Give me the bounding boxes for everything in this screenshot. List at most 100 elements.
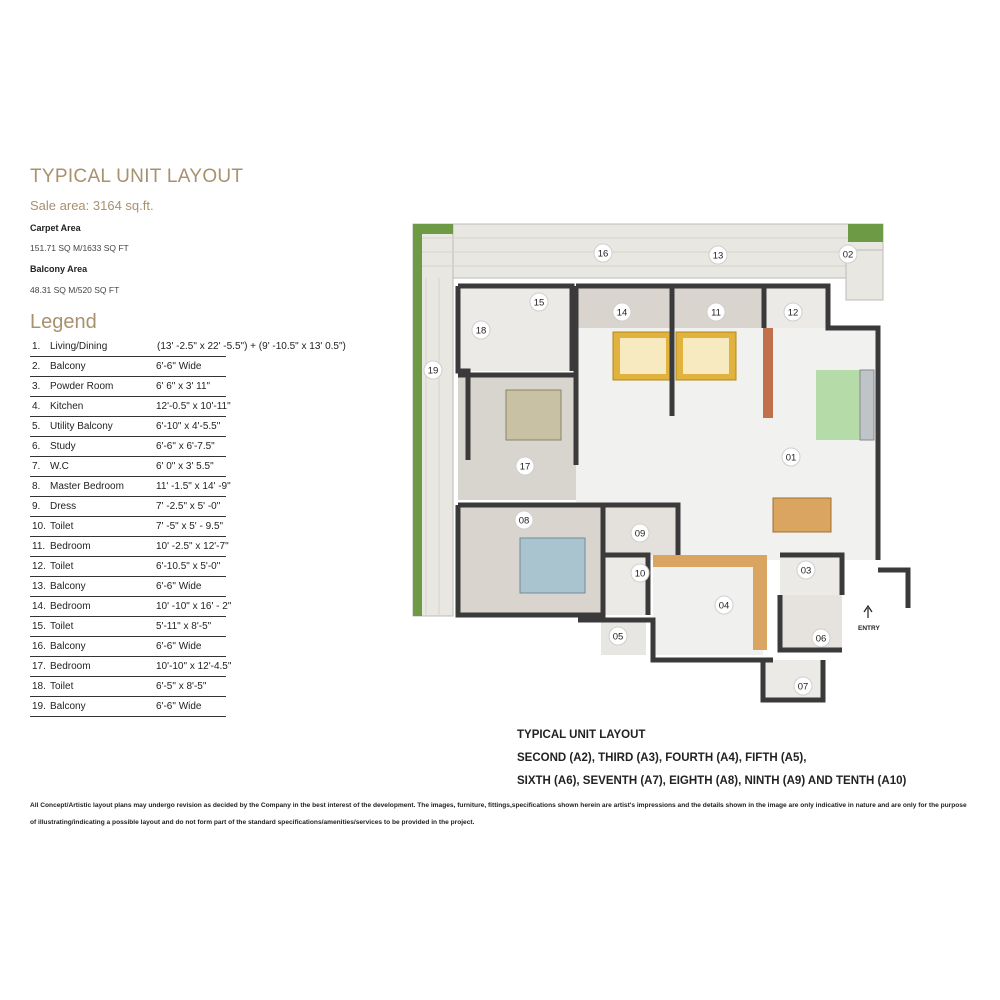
- legend-num: 15.: [32, 621, 46, 632]
- legend-rule: [30, 476, 226, 477]
- legend-num: 13.: [32, 581, 46, 592]
- legend-rule: [30, 536, 226, 537]
- room-marker-circle: [796, 560, 816, 580]
- walls: [455, 283, 911, 703]
- room-number-08: 08: [519, 516, 530, 527]
- legend-name: Living/Dining: [50, 341, 108, 352]
- legend-rule: [30, 376, 226, 377]
- rug: [816, 370, 860, 440]
- legend-num: 11.: [32, 541, 46, 552]
- room-marker-circle: [781, 447, 801, 467]
- legend-num: 7.: [32, 461, 41, 472]
- legend-name: Toilet: [50, 561, 74, 572]
- legend-name: W.C: [50, 461, 69, 472]
- legend-title: Legend: [30, 311, 97, 333]
- room-marker-circle: [612, 302, 632, 322]
- room-number-02: 02: [843, 250, 854, 261]
- legend-dim: 11' -1.5" x 14' -9": [156, 481, 231, 492]
- legend-name: Bedroom: [50, 661, 91, 672]
- room-number-01: 01: [786, 453, 797, 464]
- legend-name: Toilet: [50, 681, 74, 692]
- legend-rule: [30, 656, 226, 657]
- legend-rule: [30, 556, 226, 557]
- legend-rule: [30, 456, 226, 457]
- room-number-18: 18: [476, 326, 487, 337]
- legend-name: Toilet: [50, 521, 74, 532]
- caption-line-1: TYPICAL UNIT LAYOUT: [517, 729, 646, 741]
- room-number-12: 12: [788, 308, 799, 319]
- legend-dim: 10' -2.5" x 12'-7": [156, 541, 229, 552]
- room-number-11: 11: [711, 308, 721, 319]
- page-title: TYPICAL UNIT LAYOUT: [30, 166, 244, 187]
- room-number-10: 10: [635, 569, 646, 580]
- legend-name: Bedroom: [50, 541, 91, 552]
- legend-row: 17. Bedroom 10'-10" x 12'-4.5": [30, 657, 340, 677]
- tv-unit: [763, 328, 773, 418]
- room-marker-circle: [708, 245, 728, 265]
- legend-dim: 6'-6" Wide: [156, 581, 202, 592]
- decking-lines: [413, 237, 883, 616]
- room-marker-circle: [811, 628, 831, 648]
- legend-name: Balcony: [50, 701, 86, 712]
- caption-line-2: SECOND (A2), THIRD (A3), FOURTH (A4), FI…: [517, 752, 807, 764]
- disclaimer: All Concept/Artistic layout plans may un…: [30, 802, 967, 826]
- legend-rule: [30, 716, 226, 717]
- legend-rule: [30, 516, 226, 517]
- sofa-right: [859, 369, 875, 441]
- planter-top-left: [413, 224, 453, 234]
- room-marker-circle: [515, 456, 535, 476]
- room-marker-circle: [471, 320, 491, 340]
- balcony-area-label: Balcony Area: [30, 264, 88, 274]
- room-marker-circle: [593, 243, 613, 263]
- legend-num: 4.: [32, 401, 41, 412]
- legend-row: 15. Toilet 5'-11" x 8'-5": [30, 617, 340, 637]
- balcony-top: [412, 223, 884, 279]
- entry-arrow-icon: [863, 604, 873, 618]
- legend-dim: 6' 0" x 3' 5.5": [156, 461, 214, 472]
- legend-dim: 10'-10" x 12'-4.5": [156, 661, 232, 672]
- legend-dim: 6'-6" x 6'-7.5": [156, 441, 215, 452]
- legend-num: 1.: [32, 341, 41, 352]
- legend-rule: [30, 596, 226, 597]
- legend-rule: [30, 696, 226, 697]
- legend-num: 10.: [32, 521, 46, 532]
- legend-name: Balcony: [50, 581, 86, 592]
- bed-08: [519, 537, 586, 594]
- room-number-04: 04: [719, 601, 730, 612]
- dining-table: [772, 497, 832, 533]
- legend-rule: [30, 616, 226, 617]
- legend-num: 2.: [32, 361, 41, 372]
- room-marker-circle: [783, 302, 803, 322]
- room-number-17: 17: [520, 462, 531, 473]
- room-marker-circle: [714, 595, 734, 615]
- room-marker-circle: [608, 626, 628, 646]
- legend-dim: 5'-11" x 8'-5": [156, 621, 212, 632]
- legend-name: Toilet: [50, 621, 74, 632]
- legend-num: 17.: [32, 661, 46, 672]
- room-marker-circle: [423, 360, 443, 380]
- sale-area: Sale area: 3164 sq.ft.: [30, 198, 154, 213]
- legend-name: Powder Room: [50, 381, 114, 392]
- room-number-07: 07: [798, 682, 809, 693]
- room-number-14: 14: [617, 308, 628, 319]
- legend-rule: [30, 636, 226, 637]
- carpet-area-value: 151.71 SQ M/1633 SQ FT: [30, 243, 129, 253]
- room-marker-circle: [514, 510, 534, 530]
- room-marker-circle: [529, 292, 549, 312]
- legend-name: Bedroom: [50, 601, 91, 612]
- legend-num: 18.: [32, 681, 46, 692]
- room-number-05: 05: [613, 632, 624, 643]
- wc-floor: [763, 660, 823, 700]
